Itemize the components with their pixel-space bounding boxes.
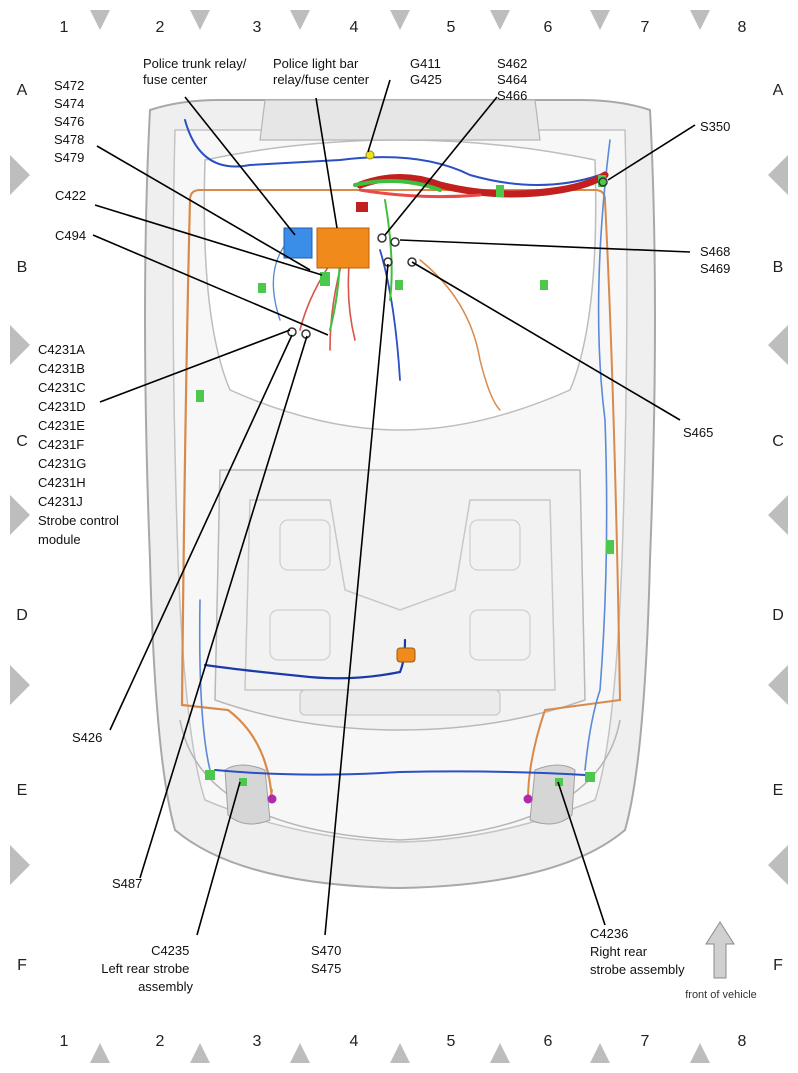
label-s465: S465 [683, 425, 713, 440]
row-label: F [17, 957, 27, 974]
col-label: 1 [60, 19, 69, 36]
label-s350: S350 [700, 119, 730, 134]
callout-labels: Police trunk relay/ fuse center Police l… [38, 56, 734, 994]
row-label: D [772, 607, 784, 624]
label-s462-s464-s466: S462 S464 S466 [497, 56, 531, 103]
col-label: 3 [253, 19, 262, 36]
label-police-trunk-relay: Police trunk relay/ fuse center [143, 56, 250, 87]
column-numbers-bottom: 1 2 3 4 5 6 7 8 [60, 1033, 747, 1050]
connector-c4236 [523, 794, 533, 804]
label-s426: S426 [72, 730, 102, 745]
connector-c422 [320, 272, 330, 286]
row-label: C [16, 433, 28, 450]
label-g411-g425: G411 G425 [410, 56, 444, 87]
row-letters-right: A B C D E F [772, 82, 784, 974]
row-label: C [772, 433, 784, 450]
row-label: E [17, 782, 28, 799]
label-c422: C422 [55, 188, 86, 203]
connector-c4235 [267, 794, 277, 804]
label-police-light-bar: Police light bar relay/fuse center [273, 56, 370, 87]
vehicle-body [144, 99, 656, 890]
police-trunk-relay-box [283, 227, 313, 259]
row-label: E [773, 782, 784, 799]
wire-harness [180, 119, 622, 802]
grid-border-markers [10, 10, 788, 1063]
label-s470-s475: S470 S475 [311, 943, 345, 976]
components [196, 150, 614, 804]
label-c4235: C4235 Left rear strobe assembly [101, 943, 193, 994]
strobe-control-module [396, 647, 416, 663]
ground-point-g411 [365, 150, 375, 160]
label-s472-group: S472 S474 S476 S478 S479 [54, 78, 88, 165]
leader-lines [92, 79, 696, 936]
front-of-vehicle-indicator: front of vehicle [685, 921, 757, 1001]
row-letters-left: A B C D E F [16, 82, 28, 974]
col-label: 2 [156, 1033, 165, 1050]
col-label: 7 [641, 1033, 650, 1050]
label-c4236: C4236 Right rear strobe assembly [590, 926, 685, 977]
col-label: 6 [544, 19, 553, 36]
col-label: 2 [156, 19, 165, 36]
row-label: D [16, 607, 28, 624]
row-label: A [773, 82, 784, 99]
row-label: A [17, 82, 28, 99]
row-label: B [17, 259, 28, 276]
col-label: 1 [60, 1033, 69, 1050]
col-label: 4 [350, 19, 359, 36]
row-label: F [773, 957, 783, 974]
label-s468-s469: S468 S469 [700, 244, 734, 276]
col-label: 8 [738, 19, 747, 36]
col-label: 5 [447, 1033, 456, 1050]
column-numbers-top: 1 2 3 4 5 6 7 8 [60, 19, 747, 36]
col-label: 8 [738, 1033, 747, 1050]
col-label: 6 [544, 1033, 553, 1050]
col-label: 4 [350, 1033, 359, 1050]
col-label: 7 [641, 19, 650, 36]
arrow-up-icon [705, 921, 735, 979]
label-s487: S487 [112, 876, 142, 891]
row-label: B [773, 259, 784, 276]
police-light-bar-relay-box [316, 227, 370, 269]
col-label: 5 [447, 19, 456, 36]
col-label: 3 [253, 1033, 262, 1050]
label-c494: C494 [55, 228, 86, 243]
label-front-of-vehicle: front of vehicle [685, 989, 757, 1001]
label-c4231-group: C4231A C4231B C4231C C4231D C4231E C4231… [38, 342, 123, 547]
